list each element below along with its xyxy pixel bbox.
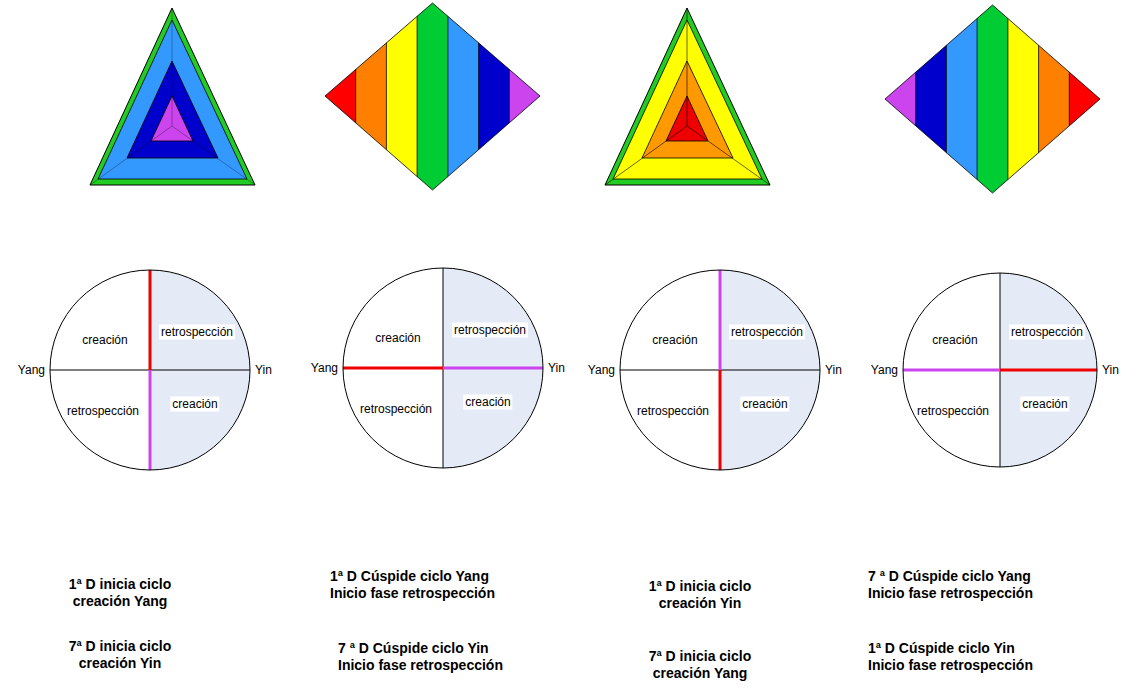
caption-text: 1ª D Cúspide ciclo Yin Inicio fase retro… [868,640,1053,674]
quadrant-label: retrospección [729,325,805,340]
caption-text: 1ª D Cúspide ciclo Yang Inicio fase retr… [330,568,515,602]
phase-axis [719,370,722,470]
caption-text: 7 ª D Cúspide ciclo Yang Inicio fase ret… [868,568,1053,602]
quadrant-label: creación [463,395,512,410]
shaded-half [1000,273,1097,467]
caption-text: 7 ª D Cúspide ciclo Yin Inicio fase retr… [338,640,523,674]
quadrant-label: retrospección [452,323,528,338]
quadrant-label: creación [373,331,422,346]
striped-diamond [885,0,1100,200]
pole-label: Yang [871,363,898,378]
quadrant-label: retrospección [915,404,991,419]
circle-outline [50,270,250,470]
phase-axis [343,367,443,370]
pole-label: Yang [588,363,615,378]
pole-label: Yang [311,361,338,376]
circle-outline [343,268,543,468]
quadrant-label: retrospección [65,404,141,419]
nested-triangle [90,8,255,185]
circle-outline [620,270,820,470]
yin-yang-circle: creación retrospección retrospección creaci… [620,270,820,470]
phase-axis [149,270,152,370]
circle-outline [903,273,1097,467]
phase-axis [149,370,152,470]
pole-label: Yin [548,361,565,376]
quadrant-label: creación [1020,397,1069,412]
caption-text: 1ª D inicia ciclo creación Yin [625,578,775,612]
phase-axis [1000,369,1097,372]
quadrant-label: creación [650,333,699,348]
quadrant-label: creación [170,397,219,412]
yin-yang-circle: creación retrospección retrospección creaci… [903,273,1097,467]
caption-text: 7ª D inicia ciclo creación Yang [625,648,775,682]
yin-yang-circle: creación retrospección retrospección creaci… [343,268,543,468]
quadrant-label: retrospección [635,404,711,419]
caption-text: 7ª D inicia ciclo creación Yin [45,638,195,672]
quadrant-label: creación [80,333,129,348]
yin-yang-circle: creación retrospección retrospección creaci… [50,270,250,470]
phase-axis [719,270,722,370]
pole-label: Yin [1102,363,1119,378]
quadrant-label: retrospección [159,325,235,340]
pole-label: Yin [825,363,842,378]
phase-axis [903,369,1000,372]
shaded-half [443,268,543,468]
caption-text: 1ª D inicia ciclo creación Yang [45,576,195,610]
pole-label: Yang [18,363,45,378]
phase-axis [443,367,543,370]
quadrant-label: creación [740,397,789,412]
nested-triangle [605,8,770,185]
pole-label: Yin [255,363,272,378]
quadrant-label: retrospección [1009,325,1085,340]
striped-diamond [325,0,540,195]
quadrant-label: creación [930,333,979,348]
quadrant-label: retrospección [358,402,434,417]
